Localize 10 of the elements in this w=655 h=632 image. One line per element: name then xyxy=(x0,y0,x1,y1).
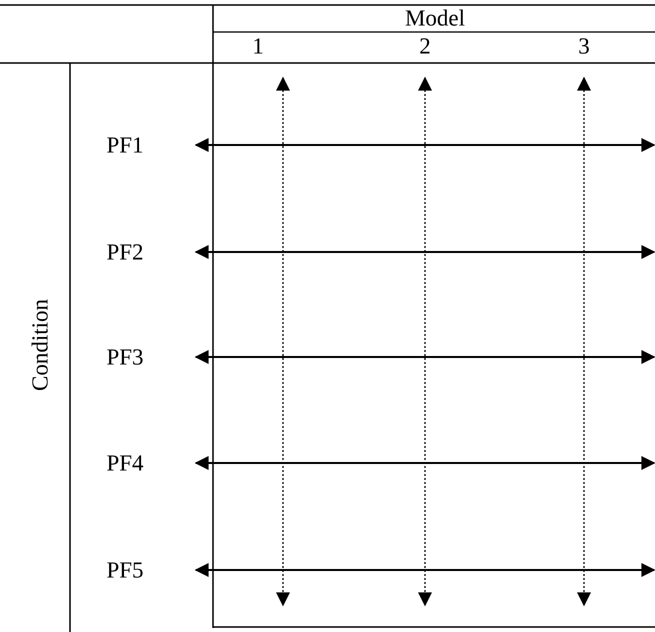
row-label: PF3 xyxy=(106,346,144,368)
column-number: 3 xyxy=(578,34,590,58)
row-label: PF4 xyxy=(106,452,144,474)
row-header: Condition xyxy=(28,299,52,391)
row-label: PF5 xyxy=(106,558,144,582)
row-label: PF2 xyxy=(106,240,144,264)
column-header: Model xyxy=(404,6,466,30)
column-number: 2 xyxy=(419,34,431,58)
row-label: PF1 xyxy=(106,134,144,156)
column-number: 1 xyxy=(252,34,264,58)
